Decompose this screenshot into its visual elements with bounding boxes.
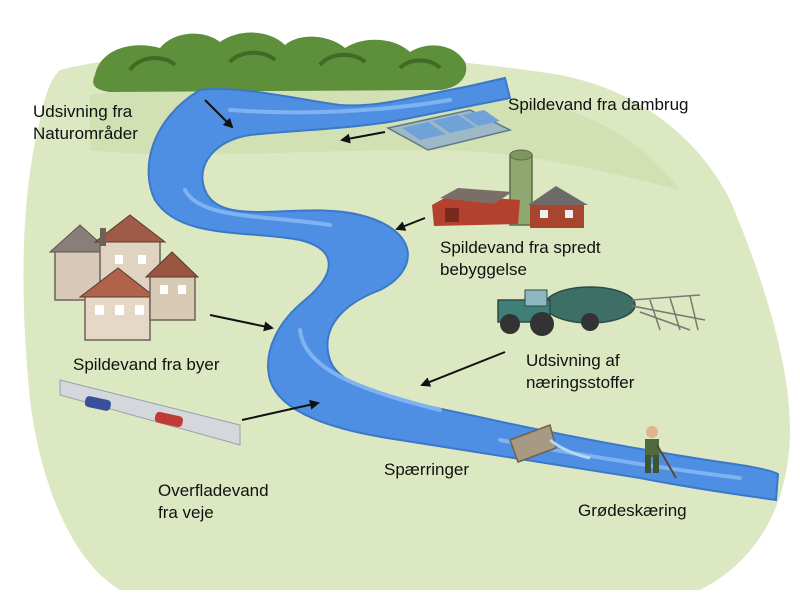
arrow-veje xyxy=(241,399,320,421)
label-naering-line1: Udsivning af xyxy=(526,351,620,370)
label-naering-line2: næringsstoffer xyxy=(526,373,635,392)
label-spredt-line2: bebyggelse xyxy=(440,260,527,279)
label-spaerringer-line1: Spærringer xyxy=(384,460,470,479)
label-spaerringer: Spærringer xyxy=(384,459,469,481)
road-with-cars xyxy=(59,379,241,446)
label-veje: Overfladevand fra veje xyxy=(158,480,269,524)
arrow-byer xyxy=(209,314,274,332)
fish-farm xyxy=(385,109,513,151)
arrow-naturomraader xyxy=(204,99,234,129)
arrow-dambrug xyxy=(340,131,386,144)
label-byer: Spildevand fra byer xyxy=(73,354,219,376)
river-highlight xyxy=(183,98,742,480)
forest xyxy=(93,32,467,92)
label-naturomraader-line1: Udsivning fra xyxy=(33,102,133,121)
flow-arrows xyxy=(204,99,506,421)
weir-barrier xyxy=(509,424,591,463)
person-weed-cutting xyxy=(645,426,677,479)
label-byer-line1: Spildevand fra byer xyxy=(73,355,220,374)
label-groede: Grødeskæring xyxy=(578,500,687,522)
label-naturomraader: Udsivning fra Naturområder xyxy=(33,101,138,145)
label-veje-line2: fra veje xyxy=(158,503,214,522)
blue-car xyxy=(84,396,112,411)
arrow-spredt xyxy=(395,217,426,231)
label-spredt-line1: Spildevand fra spredt xyxy=(440,238,601,257)
label-veje-line1: Overfladevand xyxy=(158,481,269,500)
label-naering: Udsivning af næringsstoffer xyxy=(526,350,634,394)
label-spredt: Spildevand fra spredt bebyggelse xyxy=(440,237,601,281)
tractor-with-tanker xyxy=(497,286,706,336)
red-car xyxy=(154,411,183,428)
label-dambrug: Spildevand fra dambrug xyxy=(508,94,689,116)
label-naturomraader-line2: Naturområder xyxy=(33,124,138,143)
arrow-naering xyxy=(420,351,506,387)
farm-buildings xyxy=(432,149,588,228)
town-houses xyxy=(48,214,200,341)
label-dambrug-line1: Spildevand fra dambrug xyxy=(508,95,689,114)
label-groede-line1: Grødeskæring xyxy=(578,501,687,520)
